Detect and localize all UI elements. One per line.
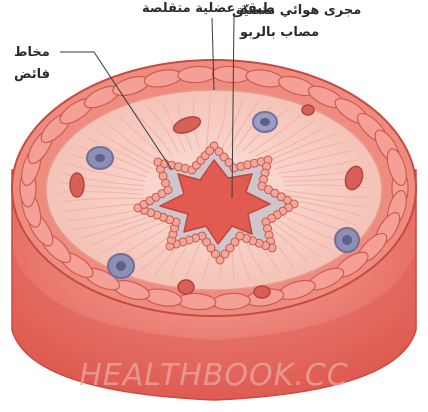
label-asthma: مصاب بالربو	[240, 24, 319, 41]
blood-vessel-red	[254, 286, 270, 298]
blood-vessel-red	[178, 280, 194, 294]
label-mucus: مخاط	[14, 44, 50, 61]
label-narrowed-airway: مجرى هوائي متضيّق	[232, 2, 361, 19]
blood-vessel-blue	[253, 112, 277, 132]
blood-vessel-blue	[108, 254, 134, 278]
blood-vessel-blue	[87, 147, 113, 169]
epithelial-cell	[206, 147, 214, 155]
blood-vessel-red	[302, 105, 314, 115]
blood-vessel-red	[70, 173, 84, 197]
watermark-text: HEALTHBOOK.CC	[40, 358, 388, 393]
label-excess: فائض	[14, 66, 50, 83]
blood-vessel-blue	[335, 228, 359, 252]
